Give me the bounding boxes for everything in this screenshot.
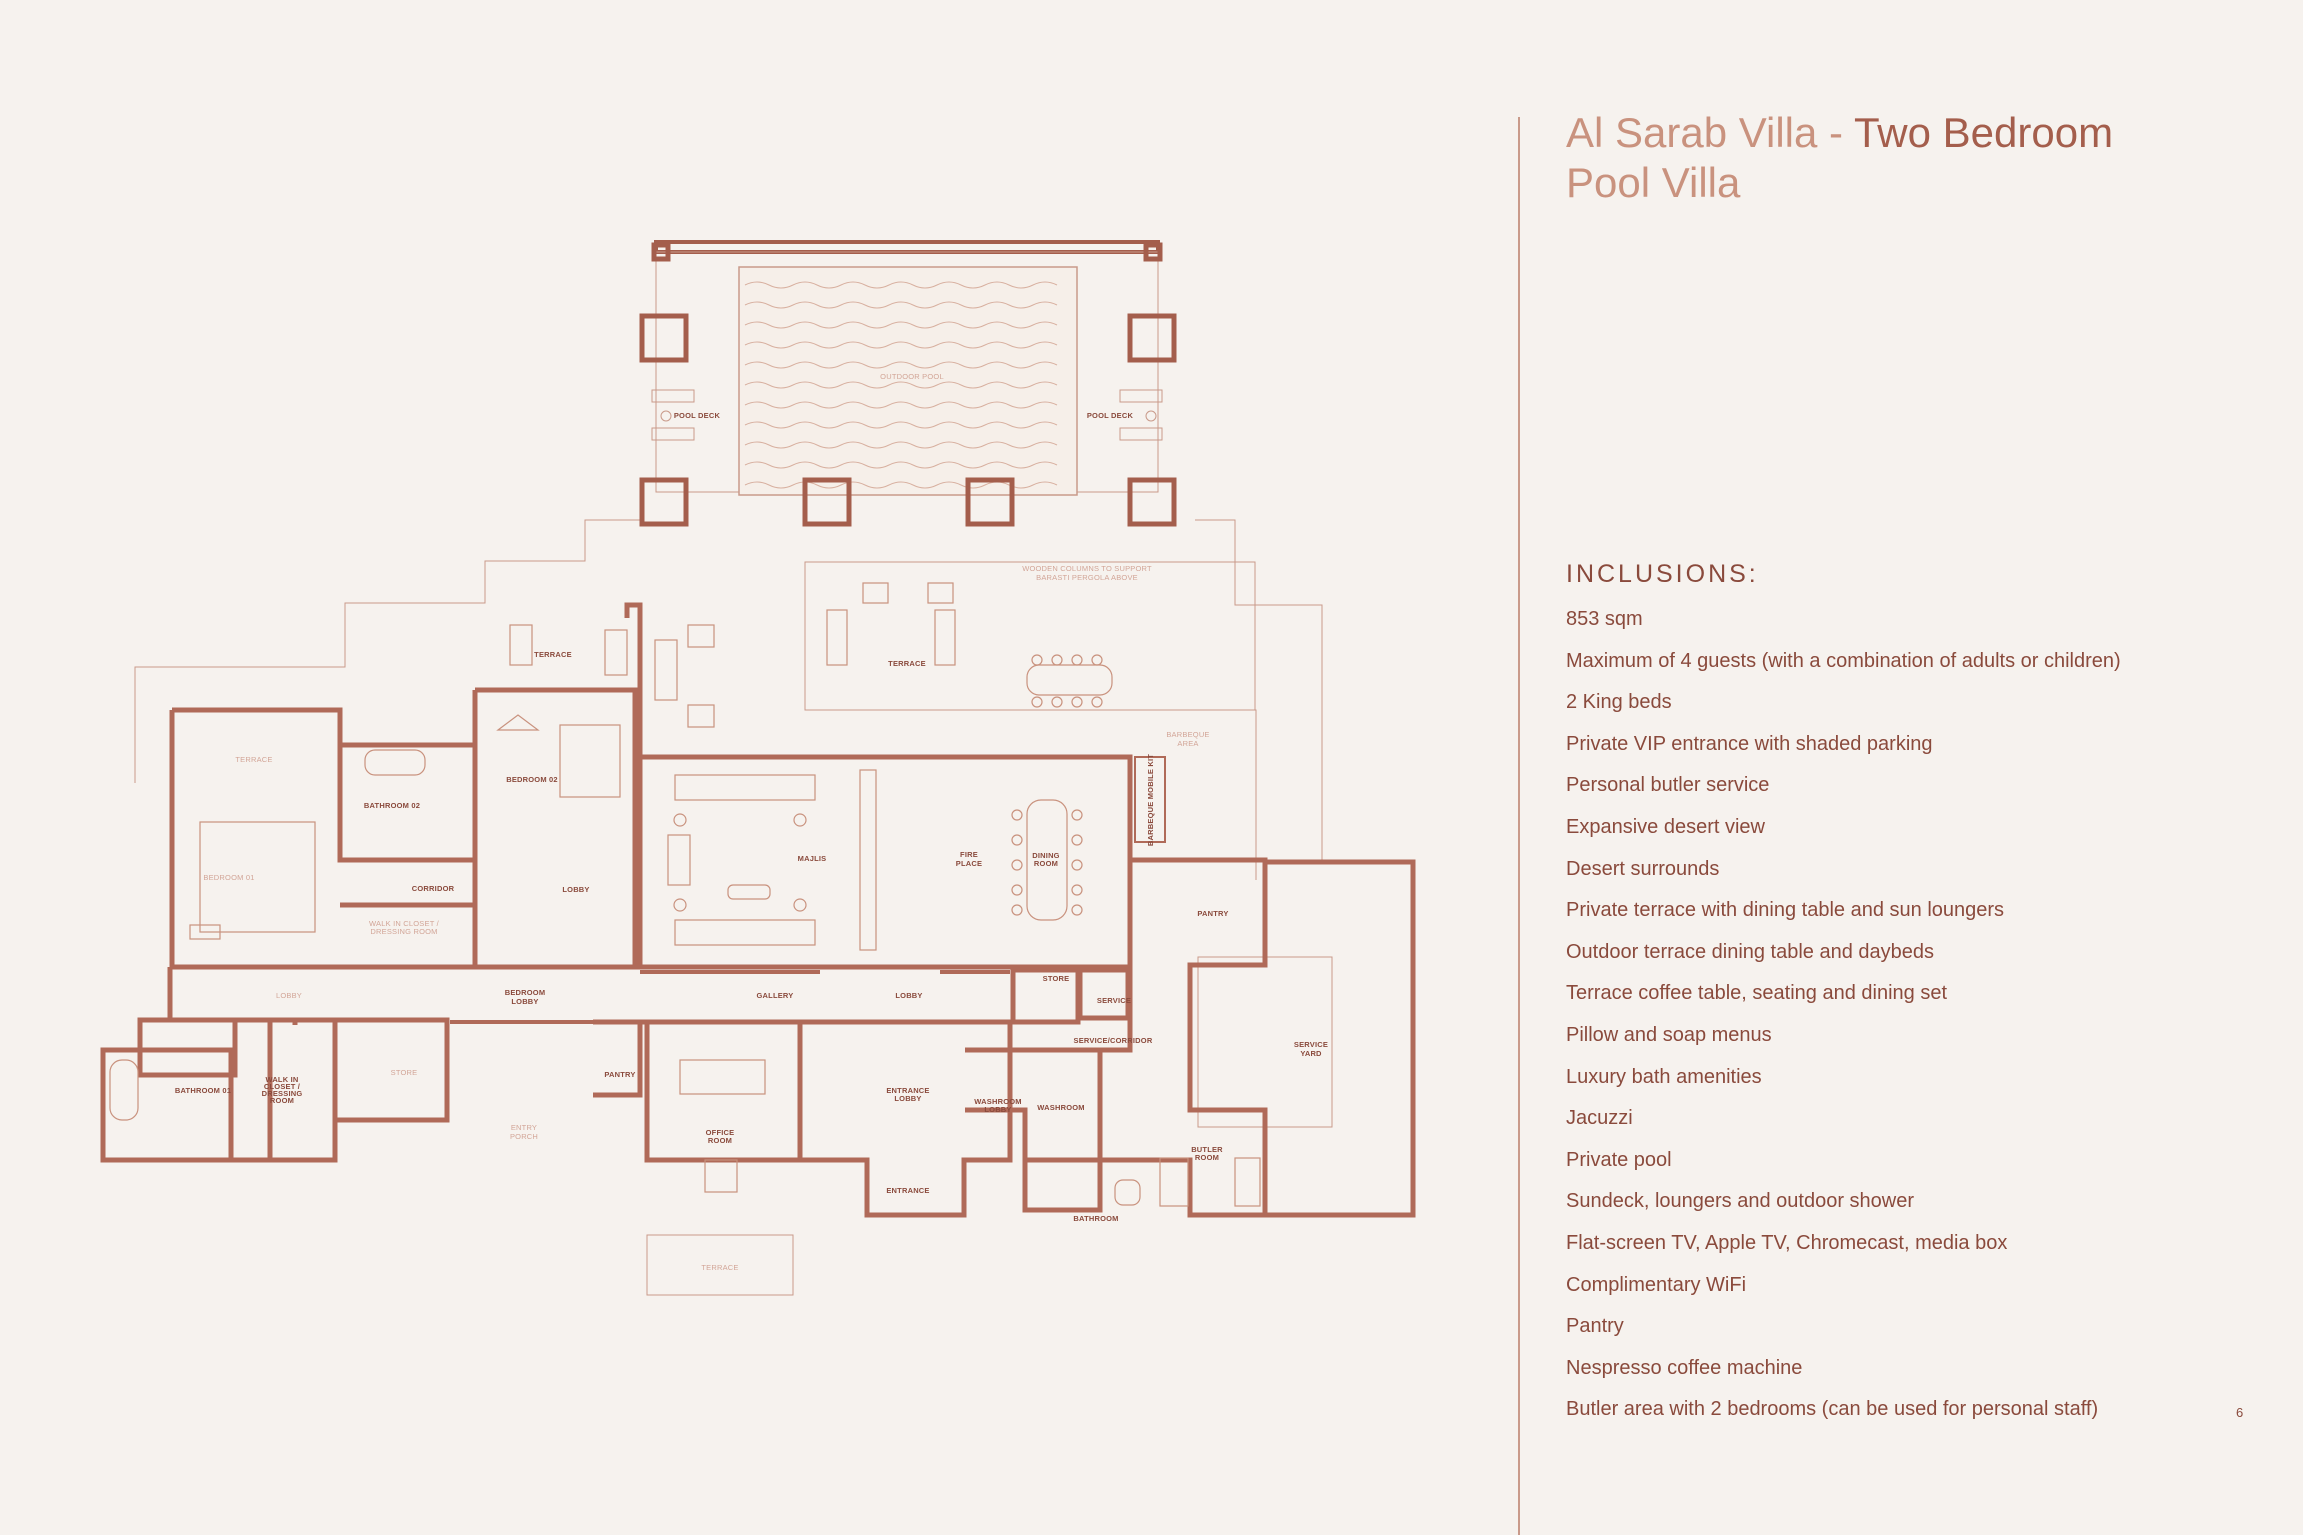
label-bedroom-lobby-2: LOBBY — [511, 997, 538, 1006]
villa-floor-plan: OUTDOOR POOL POOL DECK POOL DECK WOODEN … — [100, 240, 1416, 1296]
inclusion-item: Personal butler service — [1566, 774, 1770, 797]
label-store-right: STORE — [1043, 974, 1070, 983]
label-wooden-columns-1: WOODEN COLUMNS TO SUPPORT — [1022, 564, 1152, 573]
label-entrance-lobby-2: LOBBY — [894, 1094, 921, 1103]
label-store-left: STORE — [391, 1068, 418, 1077]
furniture — [109, 582, 1261, 1207]
label-office-room-2: ROOM — [708, 1136, 732, 1145]
label-corridor: CORRIDOR — [412, 884, 455, 893]
inclusion-item: 853 sqm — [1566, 608, 1643, 630]
label-lobby-left: LOBBY — [276, 991, 302, 1000]
inclusion-item: 2 King beds — [1566, 691, 1672, 714]
label-butler-room-1: BUTLER — [1191, 1145, 1223, 1154]
label-bedroom-01: BEDROOM 01 — [203, 873, 254, 882]
label-washroom-lobby-1: WASHROOM — [974, 1097, 1021, 1106]
inclusion-item: Complimentary WiFi — [1566, 1273, 1747, 1296]
label-terrace-bed02: TERRACE — [534, 650, 572, 659]
label-walk-in-closet-1: WALK IN CLOSET / — [369, 919, 440, 928]
inclusion-item: Jacuzzi — [1566, 1107, 1633, 1130]
label-terrace-main: TERRACE — [888, 659, 926, 668]
label-service-yard-2: YARD — [1300, 1049, 1322, 1058]
label-walk-in-3: DRESSING — [262, 1089, 303, 1098]
inclusion-item: Butler area with 2 bedrooms (can be used… — [1566, 1398, 2099, 1421]
title-line2: Pool Villa — [1566, 159, 1741, 206]
label-pool-deck-right: POOL DECK — [1087, 411, 1134, 420]
vertical-divider — [1518, 117, 1520, 1535]
label-butler-room-2: ROOM — [1195, 1153, 1219, 1162]
title-part1: Al Sarab Villa - — [1566, 109, 1854, 156]
label-majlis: MAJLIS — [798, 854, 827, 863]
label-entrance-lobby-1: ENTRANCE — [886, 1086, 929, 1095]
label-bathroom: BATHROOM — [1073, 1214, 1118, 1223]
inclusion-item: Pantry — [1566, 1315, 1624, 1338]
label-lobby-main: LOBBY — [895, 991, 922, 1000]
label-wooden-columns-2: BARASTI PERGOLA ABOVE — [1036, 573, 1138, 582]
label-entrance: ENTRANCE — [886, 1186, 929, 1195]
label-pool-deck-left: POOL DECK — [674, 411, 721, 420]
label-terrace-office: TERRACE — [701, 1263, 738, 1272]
label-entry-porch-1: ENTRY — [511, 1123, 537, 1132]
label-service: SERVICE — [1097, 996, 1131, 1005]
label-terrace-bed01: TERRACE — [235, 755, 272, 764]
inclusions-list: 853 sqm Maximum of 4 guests (with a comb… — [1566, 604, 2121, 1436]
label-office-room-1: OFFICE — [706, 1128, 735, 1137]
inclusion-item: Maximum of 4 guests (with a combination … — [1566, 649, 2121, 672]
inclusion-item: Expansive desert view — [1566, 815, 1765, 838]
title-part2: Two Bedroom — [1853, 109, 2114, 156]
inclusion-item: Flat-screen TV, Apple TV, Chromecast, me… — [1566, 1231, 2008, 1254]
label-service-corridor: SERVICE/CORRIDOR — [1074, 1036, 1153, 1045]
label-walk-in-1: WALK IN — [265, 1075, 298, 1084]
inclusion-item: Desert surrounds — [1566, 857, 1720, 880]
inclusion-item: Private terrace with dining table and su… — [1566, 899, 2005, 922]
gallery-walls — [450, 970, 1010, 1024]
label-dining-room-1: DINING — [1032, 851, 1059, 860]
label-walk-in-4: ROOM — [270, 1096, 294, 1105]
label-barbeque-1: BARBEQUE — [1166, 730, 1209, 739]
inclusion-item: Private VIP entrance with shaded parking — [1566, 732, 1933, 755]
inclusions-heading: INCLUSIONS: — [1566, 560, 1759, 588]
label-gallery: GALLERY — [757, 991, 794, 1000]
inclusion-item: Terrace coffee table, seating and dining… — [1566, 982, 1947, 1005]
label-bedroom-02: BEDROOM 02 — [506, 775, 558, 784]
label-dining-room-2: ROOM — [1034, 859, 1058, 868]
label-service-yard-1: SERVICE — [1294, 1040, 1328, 1049]
label-washroom: WASHROOM — [1037, 1103, 1084, 1112]
walls — [100, 602, 1416, 1218]
label-barbeque-mobile-kit: BARBEQUE MOBILE KIT — [1146, 754, 1155, 846]
inclusion-item: Sundeck, loungers and outdoor shower — [1566, 1190, 1915, 1213]
label-pantry-right: PANTRY — [1197, 909, 1228, 918]
label-lobby-bedroom: LOBBY — [562, 885, 589, 894]
inclusion-item: Nespresso coffee machine — [1566, 1356, 1803, 1379]
inclusion-item: Outdoor terrace dining table and daybeds — [1566, 940, 1935, 963]
label-entry-porch-2: PORCH — [510, 1132, 538, 1141]
label-bathroom-02: BATHROOM 02 — [364, 801, 420, 810]
label-fire-place-2: PLACE — [956, 859, 982, 868]
label-washroom-lobby-2: LOBBY — [984, 1105, 1011, 1114]
label-bedroom-lobby-1: BEDROOM — [505, 988, 546, 997]
inclusion-item: Pillow and soap menus — [1566, 1023, 1772, 1046]
page-number: 6 — [2236, 1405, 2244, 1420]
site-outline — [134, 519, 1333, 1296]
label-barbeque-2: AREA — [1177, 739, 1198, 748]
label-walk-in-2: CLOSET / — [264, 1082, 301, 1091]
page-title: Al Sarab Villa - Two Bedroom Pool Villa — [1566, 108, 2113, 208]
pool-area — [639, 240, 1177, 527]
label-outdoor-pool: OUTDOOR POOL — [880, 372, 944, 381]
inclusion-item: Private pool — [1566, 1148, 1672, 1171]
label-fire-place-1: FIRE — [960, 850, 978, 859]
label-walk-in-closet-2: DRESSING ROOM — [370, 927, 437, 936]
inclusion-item: Luxury bath amenities — [1566, 1065, 1762, 1088]
label-pantry-left: PANTRY — [604, 1070, 635, 1079]
room-labels: OUTDOOR POOL POOL DECK POOL DECK WOODEN … — [175, 372, 1328, 1272]
label-bathroom-01: BATHROOM 01 — [175, 1086, 231, 1095]
